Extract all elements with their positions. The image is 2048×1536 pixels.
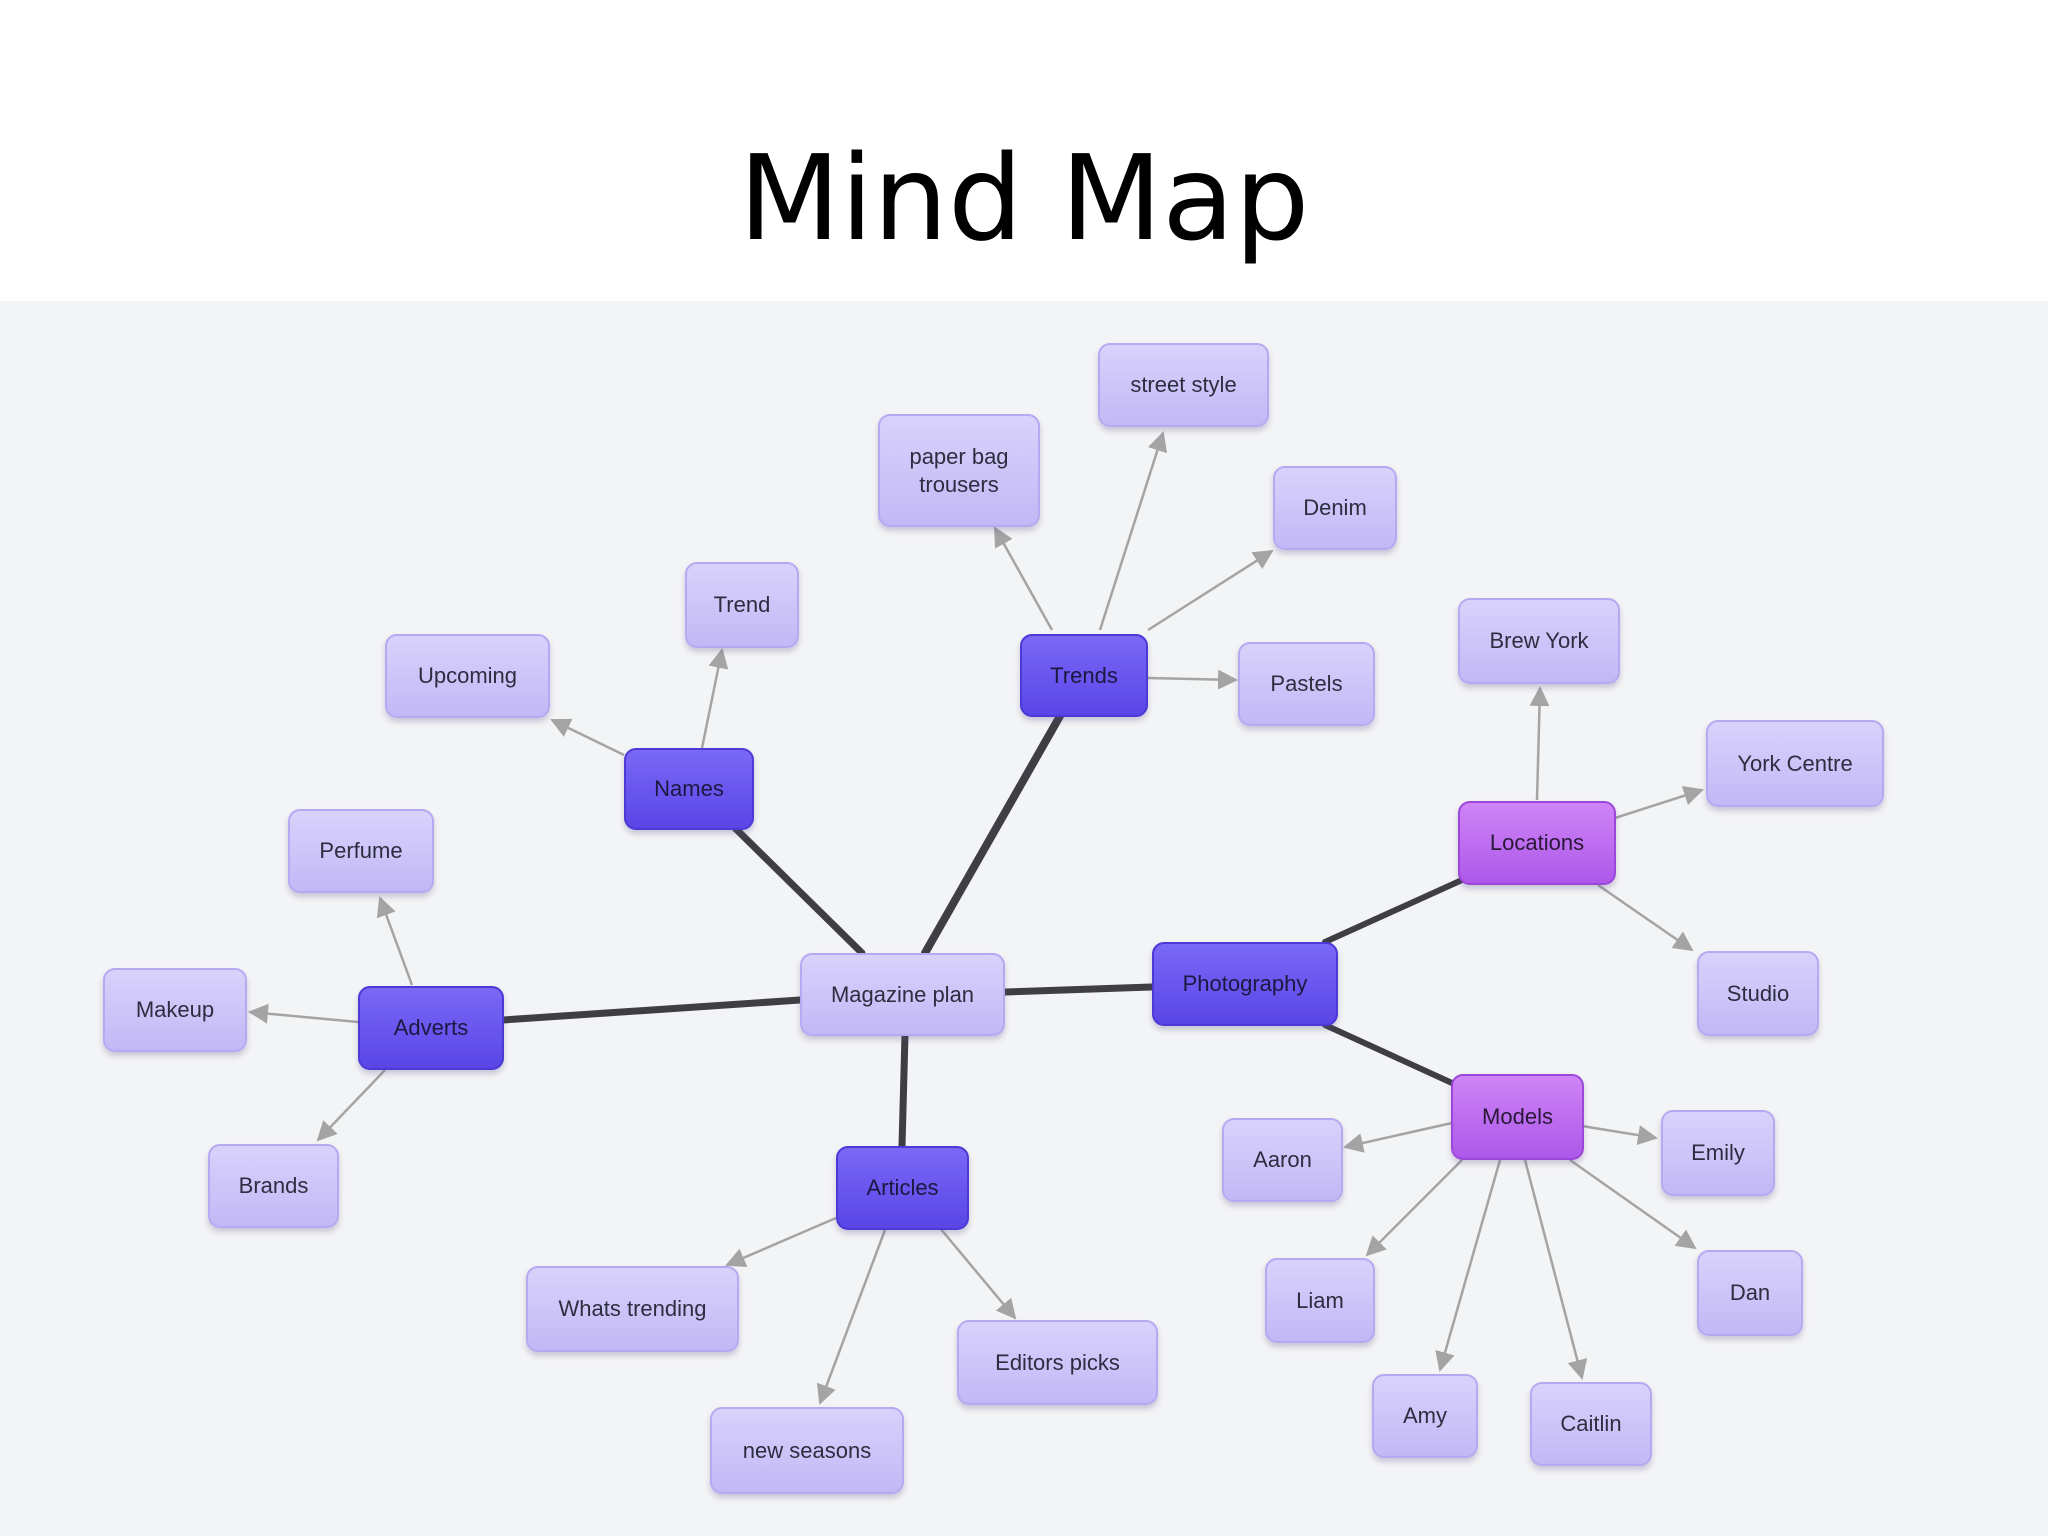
node-aaron[interactable]: Aaron — [1222, 1118, 1343, 1202]
node-street-style[interactable]: street style — [1098, 343, 1269, 427]
node-articles[interactable]: Articles — [836, 1146, 969, 1230]
arrow-models-dan — [1569, 1158, 1697, 1250]
arrow-names-upcoming — [550, 718, 625, 757]
arrow-adverts-perfume — [376, 896, 414, 986]
node-pastels[interactable]: Pastels — [1238, 642, 1375, 726]
arrow-models-amy — [1435, 1159, 1502, 1372]
arrow-articles-whats-trending — [725, 1216, 837, 1268]
node-magazine-plan[interactable]: Magazine plan — [800, 953, 1005, 1036]
arrow-locations-york-centre — [1614, 785, 1704, 820]
arrow-trends-pastels — [1147, 669, 1238, 690]
node-emily[interactable]: Emily — [1661, 1110, 1775, 1196]
node-upcoming[interactable]: Upcoming — [385, 634, 550, 718]
node-trend[interactable]: Trend — [685, 562, 799, 648]
node-new-seasons[interactable]: new seasons — [710, 1407, 904, 1494]
arrow-adverts-makeup — [248, 1003, 359, 1024]
node-brands[interactable]: Brands — [208, 1144, 339, 1228]
node-editors-picks[interactable]: Editors picks — [957, 1320, 1158, 1405]
node-york-centre[interactable]: York Centre — [1706, 720, 1884, 807]
arrow-trends-denim — [1147, 549, 1274, 632]
page-title: Mind Map — [738, 129, 1310, 267]
arrow-adverts-brands — [316, 1069, 386, 1142]
node-paper-bag-trousers[interactable]: paper bag trousers — [878, 414, 1040, 527]
edge-magazine-plan-articles — [898, 1031, 909, 1150]
edge-magazine-plan-trends — [921, 712, 1064, 957]
node-whats-trending[interactable]: Whats trending — [526, 1266, 739, 1352]
node-denim[interactable]: Denim — [1273, 466, 1397, 550]
node-caitlin[interactable]: Caitlin — [1530, 1382, 1652, 1466]
node-brew-york[interactable]: Brew York — [1458, 598, 1620, 684]
arrow-locations-studio — [1597, 883, 1694, 952]
edge-magazine-plan-adverts — [499, 996, 804, 1024]
node-trends[interactable]: Trends — [1020, 634, 1148, 717]
node-amy[interactable]: Amy — [1372, 1374, 1478, 1458]
node-liam[interactable]: Liam — [1265, 1258, 1375, 1343]
arrow-names-trend — [700, 648, 729, 749]
arrow-articles-new-seasons — [816, 1229, 887, 1405]
node-dan[interactable]: Dan — [1697, 1250, 1803, 1336]
arrow-models-emily — [1581, 1124, 1658, 1145]
node-locations[interactable]: Locations — [1458, 801, 1616, 885]
arrow-models-caitlin — [1523, 1159, 1588, 1380]
edge-photography-models — [1322, 1022, 1455, 1086]
edge-magazine-plan-photography — [1001, 983, 1156, 996]
node-makeup[interactable]: Makeup — [103, 968, 247, 1052]
node-studio[interactable]: Studio — [1697, 951, 1819, 1036]
edge-photography-locations — [1322, 877, 1465, 945]
arrow-models-liam — [1365, 1159, 1463, 1257]
arrow-locations-brew-york — [1529, 686, 1550, 801]
node-adverts[interactable]: Adverts — [358, 986, 504, 1070]
arrow-articles-editors-picks — [939, 1227, 1017, 1320]
node-models[interactable]: Models — [1451, 1074, 1584, 1160]
arrow-trends-paper-bag-trousers — [993, 526, 1054, 631]
edge-magazine-plan-names — [731, 824, 866, 957]
node-photography[interactable]: Photography — [1152, 942, 1338, 1026]
arrow-trends-street-style — [1098, 431, 1168, 631]
node-names[interactable]: Names — [624, 748, 754, 830]
arrow-models-aaron — [1343, 1121, 1453, 1153]
node-perfume[interactable]: Perfume — [288, 809, 434, 893]
